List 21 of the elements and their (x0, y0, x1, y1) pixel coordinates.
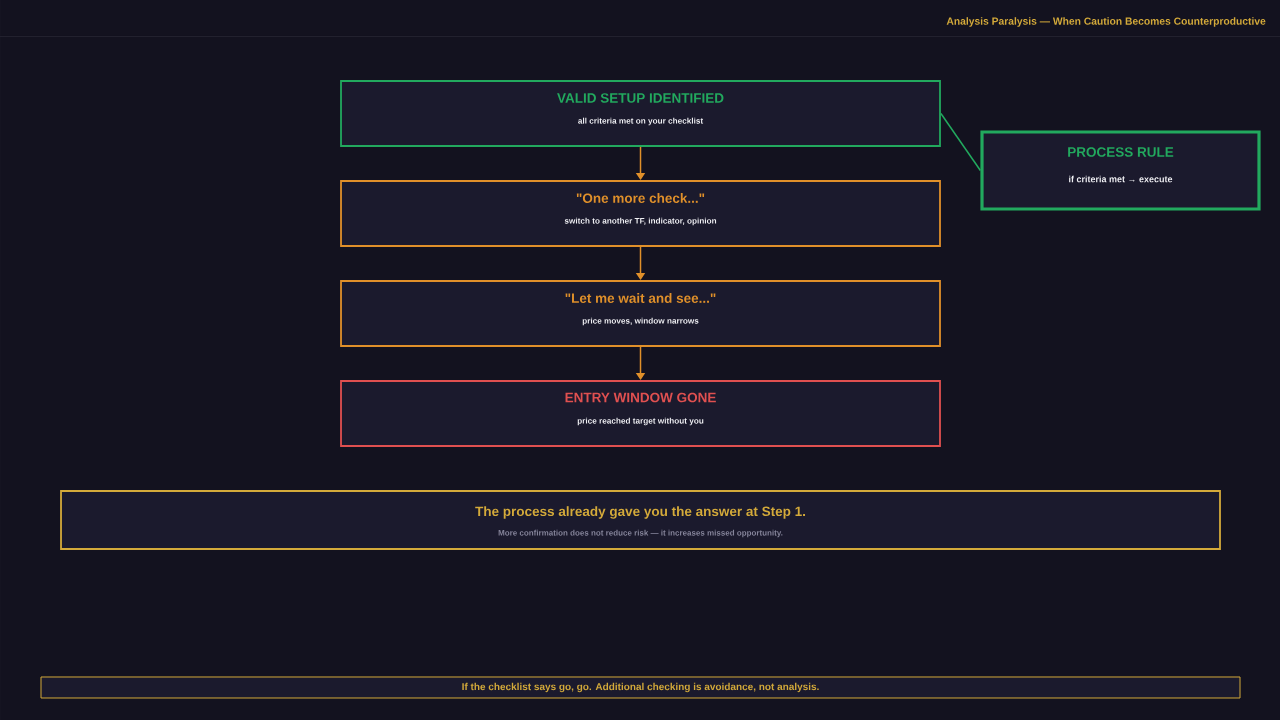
page-title: Analysis Paralysis — When Caution Becomes Counterproductive (946, 17, 1266, 27)
box-heading: VALID SETUP IDENTIFIED (557, 93, 724, 103)
box-heading: "Let me wait and see..." (565, 293, 716, 303)
footer-banner (40, 676, 1241, 699)
step-box (340, 180, 941, 247)
box-text: switch to another TF, indicator, opinion (564, 217, 717, 226)
box-heading: PROCESS RULE (1068, 147, 1174, 157)
box-text: price moves, window narrows (582, 317, 699, 326)
summary-box (60, 490, 1221, 550)
box-heading: The process already gave you the answer at Step 1. (475, 506, 805, 519)
connector-line (940, 112, 982, 172)
box-heading: "One more check..." (576, 193, 705, 203)
box-text: More confirmation does not reduce risk — it increases missed opportunity. (498, 529, 783, 538)
banner-text: If the checklist says go, go. Additional checking is avoidance, not analysis. (462, 682, 819, 693)
box-text: all criteria met on your checklist (578, 117, 704, 126)
box-text: if criteria met → execute (1069, 175, 1173, 183)
step-box (340, 380, 941, 447)
step-box (340, 280, 941, 347)
step-box (340, 80, 941, 147)
box-heading: ENTRY WINDOW GONE (565, 392, 716, 403)
box-text: price reached target without you (577, 417, 704, 426)
